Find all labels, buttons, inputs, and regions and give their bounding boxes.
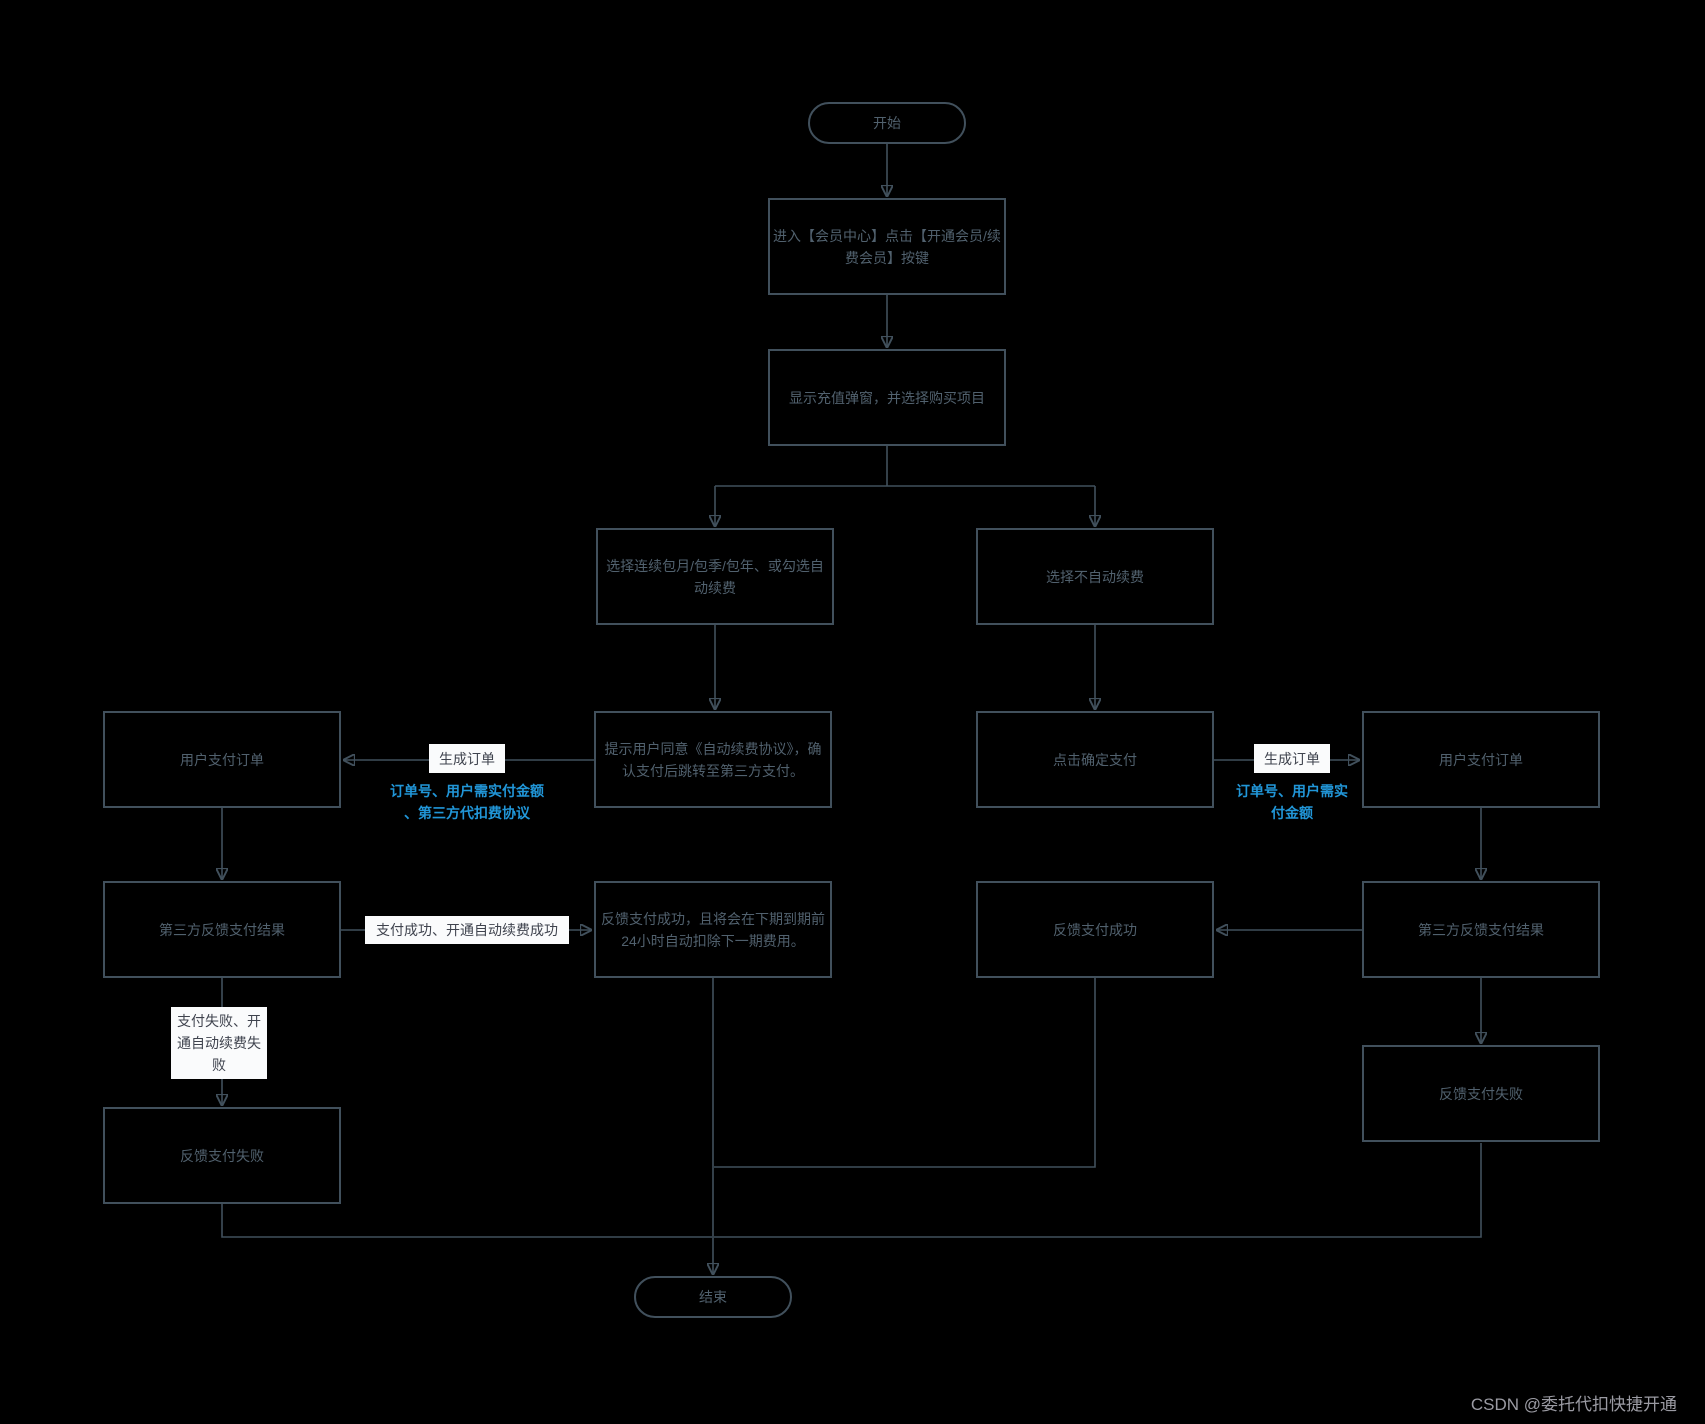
node-enter-member-center: 进入【会员中心】点击【开通会员/续费会员】按键 [768, 198, 1006, 295]
node-user-pay-order-right: 用户支付订单 [1362, 711, 1600, 808]
edge-fail-left-join [221, 1204, 712, 1238]
edge-label-pay-fail: 支付失败、开 通自动续费失 败 [171, 1007, 267, 1079]
node-user-pay-order-left: 用户支付订单 [103, 711, 341, 808]
node-agree-agreement: 提示用户同意《自动续费协议》，确认支付后跳转至第三方支付。 [594, 711, 832, 808]
node-feedback-fail-left: 反馈支付失败 [103, 1107, 341, 1204]
node-feedback-success-right: 反馈支付成功 [976, 881, 1214, 978]
node-third-party-result-right: 第三方反馈支付结果 [1362, 881, 1600, 978]
edge-note-order-info-left: 订单号、用户需实付金额 、第三方代扣费协议 [390, 783, 544, 821]
edge-label-generate-order-left: 生成订单 [429, 744, 505, 773]
edge-note-order-info-right: 订单号、用户需实 付金额 [1236, 783, 1348, 821]
node-choose-auto-renew: 选择连续包月/包季/包年、或勾选自动续费 [596, 528, 834, 625]
node-feedback-fail-right: 反馈支付失败 [1362, 1045, 1600, 1142]
edge-fail-right-join [714, 1143, 1482, 1238]
node-show-recharge-popup: 显示充值弹窗，并选择购买项目 [768, 349, 1006, 446]
csdn-watermark: CSDN @委托代扣快捷开通 [1470, 1395, 1677, 1414]
node-click-confirm-pay: 点击确定支付 [976, 711, 1214, 808]
node-choose-no-auto-renew: 选择不自动续费 [976, 528, 1214, 625]
node-third-party-result-left: 第三方反馈支付结果 [103, 881, 341, 978]
node-start: 开始 [808, 102, 966, 144]
node-feedback-success-detail: 反馈支付成功，且将会在下期到期前24小时自动扣除下一期费用。 [594, 881, 832, 978]
edge-success-right-join [714, 978, 1096, 1168]
edge-label-generate-order-right: 生成订单 [1254, 744, 1330, 773]
edge-label-pay-success: 支付成功、开通自动续费成功 [365, 916, 569, 944]
node-end: 结束 [634, 1276, 792, 1318]
